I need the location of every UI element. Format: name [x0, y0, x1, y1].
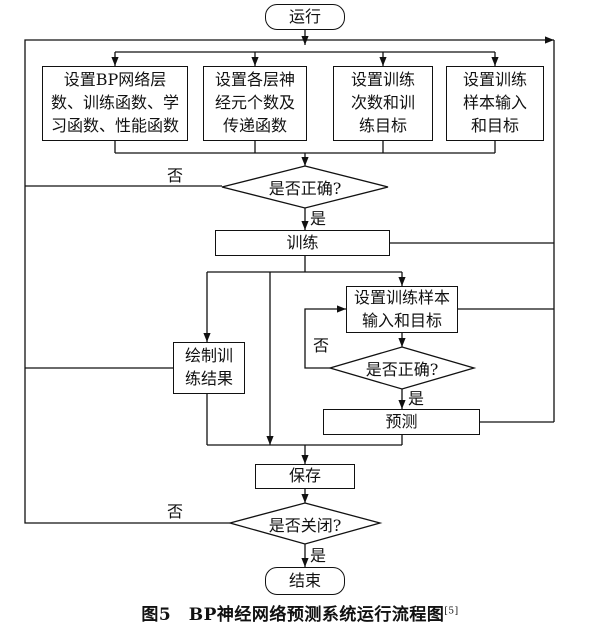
caption-ref: [5]: [444, 606, 459, 617]
setup-neurons-box: 设置各层神 经元个数及 传递函数: [203, 66, 307, 141]
no-label-3: 否: [167, 502, 184, 521]
check-close-label: 是否关闭?: [268, 515, 342, 535]
setup-bp-network-box: 设置BP网络层 数、训练函数、学 习函数、性能函数: [42, 66, 188, 141]
train-box: 训练: [215, 230, 390, 256]
setup-train-samples-box: 设置训练样本 输入和目标: [346, 286, 458, 333]
setup-samples-box: 设置训练 样本输入 和目标: [446, 66, 544, 141]
no-label-1: 否: [167, 166, 184, 185]
end-terminal: 结束: [265, 567, 345, 595]
yes-label-3: 是: [310, 546, 327, 565]
caption-text: 图5 BP神经网络预测系统运行流程图: [141, 605, 445, 625]
yes-label-1: 是: [310, 209, 327, 228]
start-terminal: 运行: [265, 4, 345, 30]
decision-diamond-2: [327, 346, 477, 390]
save-box: 保存: [255, 464, 355, 489]
connector: [304, 305, 346, 369]
setup-epochs-box: 设置训练 次数和训 练目标: [333, 66, 433, 141]
decision-diamond-1: [221, 165, 389, 209]
check-correct-2-label: 是否正确?: [365, 360, 439, 379]
decision-diamond-3: [227, 502, 383, 545]
connector: [24, 39, 305, 524]
check-correct-1-label: 是否正确?: [268, 179, 342, 198]
no-label-2: 否: [313, 336, 330, 355]
plot-results-box: 绘制训 练结果: [173, 342, 245, 394]
predict-box: 预测: [323, 409, 480, 435]
figure-caption: 图5 BP神经网络预测系统运行流程图[5]: [0, 600, 600, 625]
yes-label-2: 是: [408, 389, 425, 408]
